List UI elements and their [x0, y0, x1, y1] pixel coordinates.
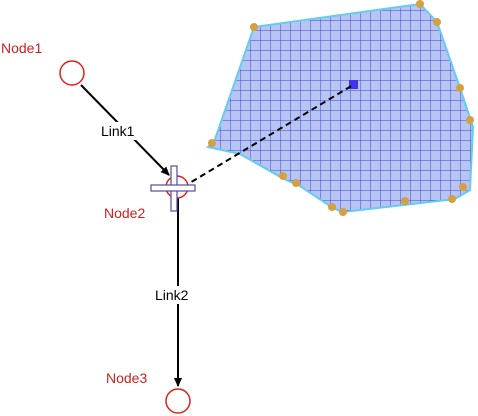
vertex-handle-icon[interactable] [433, 18, 441, 26]
vertex-handle-icon[interactable] [208, 139, 216, 147]
link2-label-bg [154, 286, 204, 304]
vertex-handle-icon[interactable] [448, 195, 456, 203]
node3-label: Node3 [106, 370, 147, 386]
node1[interactable]: Node1 [1, 40, 85, 86]
move-cursor-icon [150, 165, 196, 212]
vertex-handle-icon[interactable] [466, 116, 474, 124]
node3-circle[interactable] [165, 388, 191, 414]
link1-label-bg [100, 122, 150, 140]
vertex-handle-icon[interactable] [250, 23, 258, 31]
vertex-handle-icon[interactable] [292, 179, 300, 187]
vertex-handle-icon[interactable] [401, 197, 409, 205]
vertex-handle-icon[interactable] [416, 0, 424, 8]
link1-label: Link1 [101, 123, 135, 139]
polygon-vertex-handles[interactable] [208, 0, 474, 216]
vertex-handle-icon[interactable] [339, 208, 347, 216]
vertex-handle-icon[interactable] [456, 84, 464, 92]
node1-circle[interactable] [59, 60, 85, 86]
center-handle-icon[interactable] [349, 80, 358, 89]
polygon-region[interactable] [205, 0, 475, 216]
link1[interactable]: Link1 [80, 84, 170, 176]
vertex-handle-icon[interactable] [279, 172, 287, 180]
link2-label: Link2 [155, 287, 189, 303]
polygon-connector-line [182, 84, 354, 188]
polygon-shape[interactable] [205, 2, 475, 214]
vertex-handle-icon[interactable] [328, 203, 336, 211]
node1-label: Node1 [1, 40, 42, 56]
vertex-handle-icon[interactable] [459, 183, 467, 191]
node2-label: Node2 [104, 205, 145, 221]
link2[interactable]: Link2 [154, 198, 204, 387]
node3[interactable]: Node3 [106, 370, 191, 414]
